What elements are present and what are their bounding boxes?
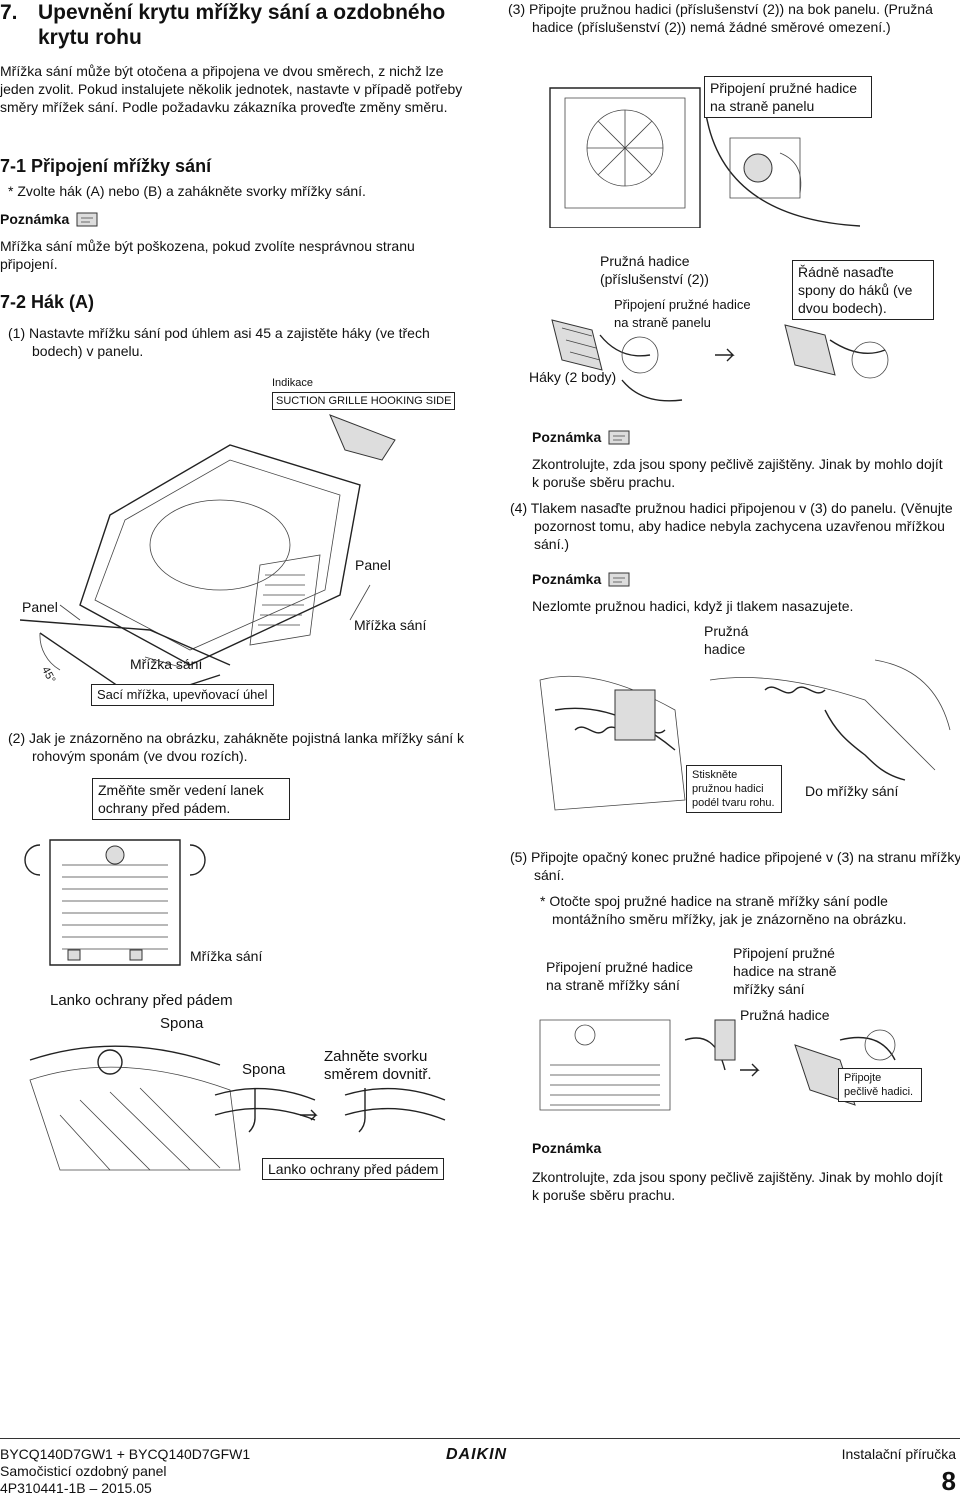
fig1-angle-box: Sací mřížka, upevňovací úhel: [91, 684, 274, 706]
section-title: 7. Upevnění krytu mřížky sání a ozdobnéh…: [0, 0, 460, 49]
fig5-press-hose-illustration: [539, 659, 951, 811]
fig2-bend-label: Zahněte svorku směrem dovnitř.: [324, 1048, 432, 1083]
note-hand-icon: [76, 212, 98, 227]
fig2-cable-box: Lanko ochrany před pádem: [262, 1158, 445, 1180]
fig6-attach-box: Připojte pečlivě hadici.: [838, 1068, 922, 1102]
subsection-7-2-title: 7-2 Hák (A): [0, 292, 95, 312]
fig4-hose-hooks-illustration: [551, 319, 889, 402]
fig1-suction-hooking-label: SUCTION GRILLE HOOKING SIDE: [272, 392, 456, 410]
note-label: Poznámka: [0, 211, 70, 227]
footer-model: BYCQ140D7GW1 + BYCQ140D7GFW1: [0, 1446, 251, 1462]
fig2-grille-label: Mřížka sání: [190, 948, 263, 964]
fig2-fall-protection-illustration: [24, 839, 446, 1171]
step-5-text: (5) Připojte opačný konec pružné hadice …: [510, 849, 960, 883]
fig1-panel-left-label: Panel: [22, 599, 58, 615]
fig2-change-direction-box: Změňte směr vedení lanek ochrany před pá…: [92, 778, 290, 820]
section-number: 7.: [0, 1, 18, 24]
fig2-cable-label: Lanko ochrany před pádem: [50, 992, 233, 1009]
fig6-conn-grille-left-label: Připojení pružné hadice na straně mřížky…: [546, 959, 694, 993]
fig5-to-grille-label: Do mřížky sání: [805, 783, 899, 799]
fig2-clip2-label: Spona: [242, 1061, 286, 1078]
fig1-indication-label: Indikace: [272, 377, 313, 389]
fig5-press-box: Stiskněte pružnou hadici podél tvaru roh…: [686, 765, 782, 813]
note1-heading: Poznámka: [532, 428, 633, 446]
note2-hand-icon: [608, 572, 630, 587]
note1-text: Zkontrolujte, zda jsou spony pečlivě zaj…: [532, 456, 943, 490]
footer-brand-logo: DAIKIN: [446, 1446, 508, 1463]
fig4-fit-clips-box: Řádně nasaďte spony do háků (ve dvou bod…: [792, 260, 934, 320]
fig6-hose-label: Pružná hadice: [740, 1007, 830, 1023]
fig2-clip-label: Spona: [160, 1015, 204, 1032]
note3-heading: Poznámka: [532, 1140, 601, 1156]
note3-label: Poznámka: [532, 1140, 602, 1156]
fig1-panel-right-label: Panel: [355, 557, 391, 573]
footer-rule: [0, 1438, 960, 1439]
step-2-text: (2) Jak je znázorněno na obrázku, zahákn…: [8, 730, 465, 764]
footer-product: Samočisticí ozdobný panel: [0, 1463, 167, 1479]
fig4-hose-accessory-label: Pružná hadice (příslušenství (2)): [600, 253, 709, 287]
note2-label: Poznámka: [532, 571, 602, 587]
fig1-grille-bottom-label: Mřížka sání: [130, 656, 203, 672]
fig1-grille-angle-illustration: [20, 414, 396, 702]
step-4-text: (4) Tlakem nasaďte pružnou hadici připoj…: [510, 500, 953, 552]
fig3-conn-panel-box: Připojení pružné hadice na straně panelu: [704, 76, 872, 118]
footer-page-number: 8: [941, 1466, 956, 1496]
section-title-text: Upevnění krytu mřížky sání a ozdobného k…: [38, 1, 446, 49]
fig4-conn-panel-label: Připojení pružné hadice na straně panelu: [614, 297, 751, 330]
step-3-text: (3) Připojte pružnou hadici (příslušenst…: [508, 1, 933, 35]
step-1-text: (1) Nastavte mřížku sání pod úhlem asi 4…: [8, 325, 430, 359]
note3-text: Zkontrolujte, zda jsou spony pečlivě zaj…: [532, 1169, 943, 1203]
step-5-note: * Otočte spoj pružné hadice na straně mř…: [540, 893, 907, 927]
subsection-7-1-bullet: * Zvolte hák (A) nebo (B) a zahákněte sv…: [8, 183, 366, 199]
fig6-attach-hose-illustration: [539, 1019, 896, 1111]
note2-text: Nezlomte pružnou hadici, když ji tlakem …: [532, 598, 854, 614]
note1-label: Poznámka: [532, 429, 602, 445]
note-heading: Poznámka: [0, 210, 101, 228]
footer-manual: Instalační příručka: [841, 1446, 956, 1462]
footer-left: BYCQ140D7GW1 + BYCQ140D7GFW1 Samočisticí…: [0, 1446, 250, 1497]
note-text: Mřížka sání může být poškozena, pokud zv…: [0, 238, 415, 272]
fig3-panel-corner-illustration: [549, 87, 861, 228]
fig1-grille-right-label: Mřížka sání: [354, 617, 427, 633]
fig4-hooks-label: Háky (2 body): [529, 369, 617, 385]
fig6-conn-grille-right-label: Připojení pružné hadice na straně mřížky…: [733, 945, 837, 997]
note2-heading: Poznámka: [532, 570, 633, 588]
footer-code: 4P310441-1B – 2015.05: [0, 1480, 152, 1496]
subsection-7-1-title: 7-1 Připojení mřížky sání: [0, 156, 212, 176]
note1-hand-icon: [608, 430, 630, 445]
fig5-hose-label: Pružná hadice: [704, 623, 749, 657]
section-intro: Mřížka sání může být otočena a připojena…: [0, 63, 463, 115]
